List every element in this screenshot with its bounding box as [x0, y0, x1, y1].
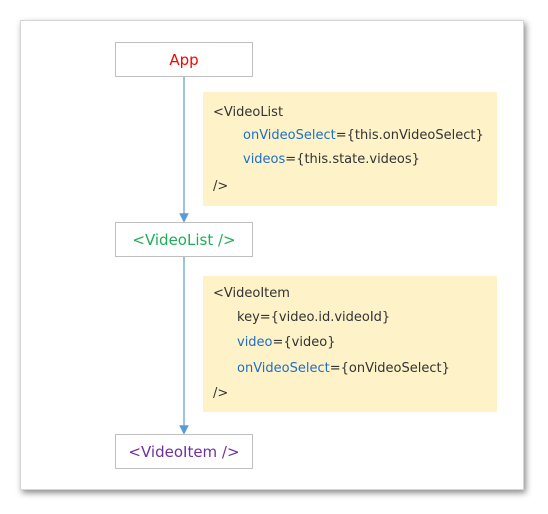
videoitem-note-prop-line: key={video.id.videoId} [237, 310, 390, 326]
prop-name: onVideoSelect [243, 128, 336, 143]
videolist-note-open-tag: <VideoList [213, 105, 284, 120]
prop-value: ={video} [272, 335, 336, 350]
videoitem-note-close-tag: /> [213, 386, 229, 401]
videolist-note-close-tag: /> [213, 179, 229, 194]
videolist-props-note: <VideoList onVideoSelect={this.onVideoSe… [203, 92, 497, 206]
videoitem-node: <VideoItem /> [115, 434, 253, 469]
videoitem-props-note: <VideoItem key={video.id.videoId} video=… [203, 276, 497, 412]
videoitem-note-prop-line: onVideoSelect={onVideoSelect} [237, 361, 450, 377]
diagram-frame [20, 20, 524, 490]
prop-name: videos [243, 152, 286, 167]
prop-value: ={this.onVideoSelect} [335, 128, 484, 143]
videolist-node: <VideoList /> [115, 222, 253, 257]
videoitem-note-prop-line: video={video} [237, 335, 335, 351]
videoitem-note-open-tag: <VideoItem [213, 286, 290, 301]
videolist-note-prop-line: onVideoSelect={this.onVideoSelect} [243, 128, 484, 144]
app-node-label: App [169, 50, 199, 69]
prop-value: ={video.id.videoId} [259, 310, 391, 325]
videoitem-node-label: <VideoItem /> [128, 442, 240, 461]
app-node: App [115, 42, 253, 77]
prop-name: key [237, 310, 260, 325]
prop-value: ={this.state.videos} [285, 152, 420, 167]
videolist-node-label: <VideoList /> [132, 230, 236, 249]
prop-name: onVideoSelect [237, 361, 330, 376]
prop-name: video [237, 335, 273, 350]
prop-value: ={onVideoSelect} [329, 361, 450, 376]
videolist-note-prop-line: videos={this.state.videos} [243, 152, 420, 168]
